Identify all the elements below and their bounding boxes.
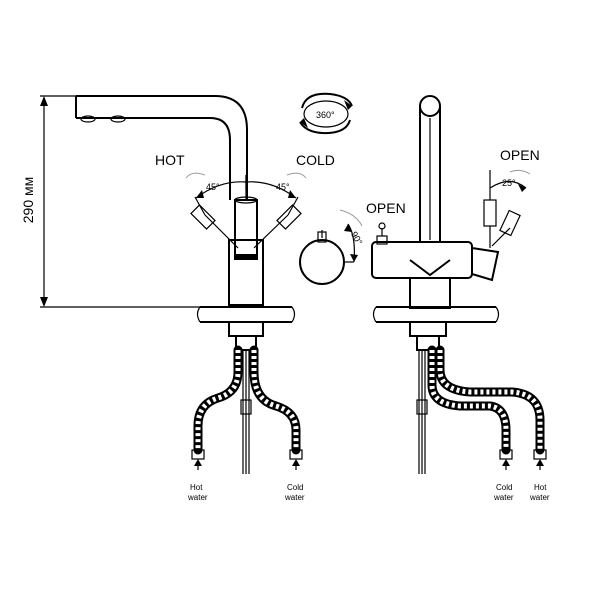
countertop-left	[196, 306, 296, 323]
arrow-lever-direction	[339, 209, 363, 227]
rotation-360-icon	[299, 92, 353, 135]
right-faucet-view: 25° OPEN 90° OPEN	[299, 95, 550, 502]
lever-cold-position	[253, 196, 302, 249]
arrow-hot-direction	[185, 172, 206, 179]
left-hot-label-2: water	[187, 493, 208, 502]
arrow-cold-direction	[286, 172, 307, 179]
height-label: 290 мм	[20, 177, 36, 224]
right-body	[371, 222, 473, 309]
cold-label: COLD	[296, 152, 335, 168]
mounting-right	[409, 321, 447, 474]
left-cold-label-1: Cold	[287, 483, 303, 492]
lever-hot-position	[190, 196, 239, 249]
right-spout	[419, 95, 441, 242]
left-faucet-view: 290 мм	[20, 92, 353, 502]
right-hot-label-2: water	[529, 493, 550, 502]
hose-left-cold	[249, 345, 303, 470]
mounting-left	[228, 321, 264, 474]
hose-right-hot	[435, 345, 547, 470]
filter-lever	[471, 199, 521, 282]
angle-lever-label: 90°	[349, 230, 365, 247]
right-cold-label-1: Cold	[496, 483, 512, 492]
right-hot-label-1: Hot	[534, 483, 547, 492]
arc-hot	[195, 181, 247, 199]
hose-left-hot	[191, 345, 243, 470]
arc-filter	[489, 180, 527, 189]
right-cold-label-2: water	[493, 493, 514, 502]
angle-filter-label: 25°	[502, 178, 516, 188]
open-right-label: OPEN	[500, 147, 540, 163]
rotation-label: 360°	[316, 110, 335, 120]
open-left-label: OPEN	[366, 200, 406, 216]
hose-right-cold	[427, 345, 513, 470]
arrow-filter-direction	[509, 169, 531, 175]
angle-cold-label: 45°	[276, 182, 290, 192]
left-cold-label-2: water	[284, 493, 305, 502]
angle-hot-label: 45°	[206, 182, 220, 192]
faucet-body	[228, 175, 264, 306]
height-dimension	[40, 95, 210, 308]
hot-label: HOT	[155, 152, 185, 168]
spout	[75, 95, 248, 200]
countertop-right	[372, 306, 500, 323]
side-knob	[299, 230, 354, 285]
left-hot-label-1: Hot	[190, 483, 203, 492]
